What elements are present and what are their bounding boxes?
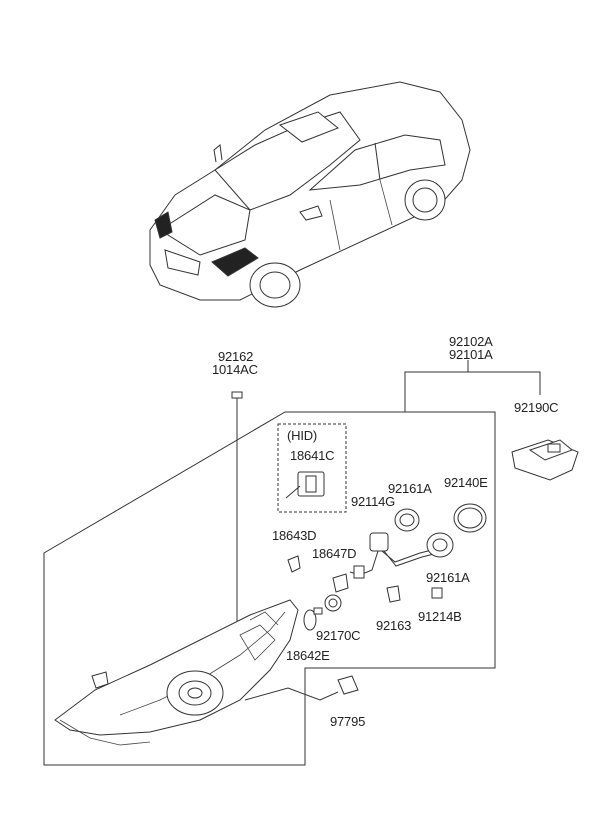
connector-91214b-part xyxy=(431,587,443,599)
car-illustration xyxy=(149,81,471,308)
socket-92170c-part xyxy=(324,594,342,612)
label-92140e: 92140E xyxy=(444,475,488,490)
socket-ring-bottom-part xyxy=(426,532,454,558)
assembly-frame xyxy=(43,360,541,766)
bulb-18647d-part xyxy=(332,565,365,593)
hid-bulb-part xyxy=(285,471,325,499)
socket-ring-top-part xyxy=(394,508,420,532)
screw-part xyxy=(231,391,243,408)
ballast-part xyxy=(511,439,579,481)
label-92161a-top: 92161A xyxy=(388,481,432,496)
part-labels: 92102A 92101A 92162 1014AC 92190C (HID) … xyxy=(212,334,559,729)
connector-97795-part xyxy=(337,675,359,695)
small-bulb-part xyxy=(287,555,301,573)
socket-wiring-part xyxy=(349,532,443,576)
label-97795: 97795 xyxy=(330,714,365,729)
label-92114g: 92114G xyxy=(351,494,395,509)
gasket-ring-part xyxy=(453,503,487,533)
label-hid: (HID) xyxy=(287,428,317,443)
label-18647d: 18647D xyxy=(312,546,356,561)
headlamp-assembly xyxy=(54,599,299,746)
label-92163: 92163 xyxy=(376,618,411,633)
label-92170c: 92170C xyxy=(316,628,360,643)
bulb-18642e-part xyxy=(303,607,323,631)
label-92190c: 92190C xyxy=(514,400,558,415)
label-92162: 92162 xyxy=(218,349,253,364)
cap-92163-part xyxy=(386,585,401,603)
label-91214b: 91214B xyxy=(418,609,462,624)
label-92101a: 92101A xyxy=(449,347,493,362)
label-18641c: 18641C xyxy=(290,448,334,463)
label-1014ac: 1014AC xyxy=(212,362,258,377)
label-92102a: 92102A xyxy=(449,334,493,349)
label-18642e: 18642E xyxy=(286,648,330,663)
label-18643d: 18643D xyxy=(272,528,316,543)
hid-dashed-box xyxy=(277,423,347,513)
label-92161a-bottom: 92161A xyxy=(426,570,470,585)
